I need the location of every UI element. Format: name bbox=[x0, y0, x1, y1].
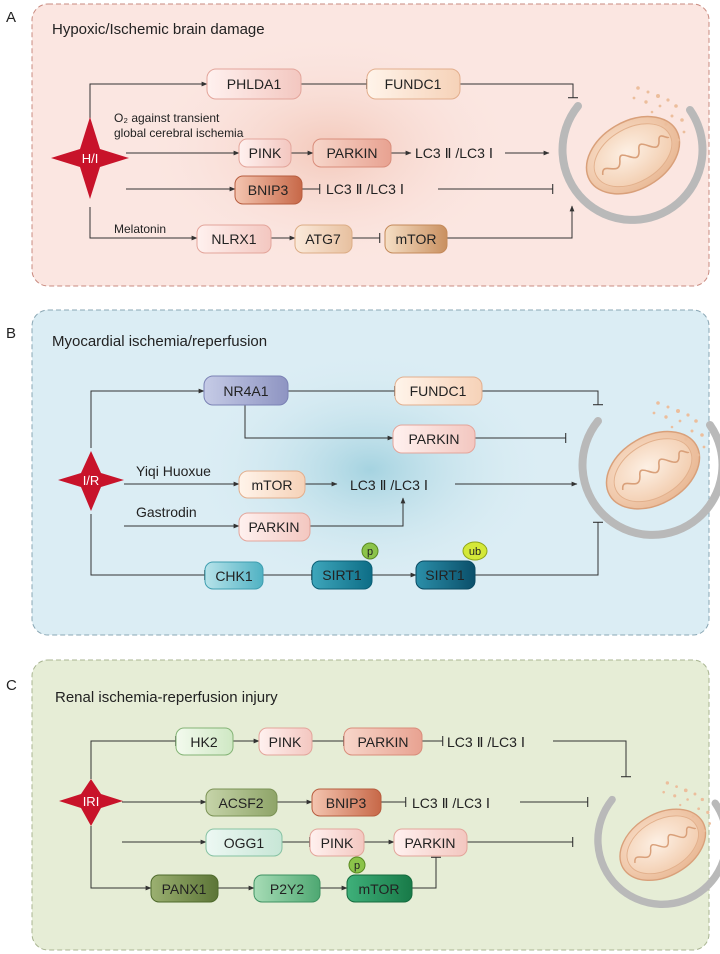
node-mtor-b-label: mTOR bbox=[252, 477, 293, 493]
o2-note-line2: global cerebral ischemia bbox=[114, 126, 244, 140]
node-mtor-a-label: mTOR bbox=[396, 231, 437, 247]
phospho-badge-b bbox=[361, 542, 379, 560]
node-fundc1-b-label: FUNDC1 bbox=[410, 383, 467, 399]
iri-trigger-label: IRI bbox=[83, 794, 100, 809]
ubiquitin-badge bbox=[462, 541, 488, 561]
lc3-ratio-a2: LC3 Ⅱ /LC3 Ⅰ bbox=[326, 181, 404, 197]
node-parkin-b1-label: PARKIN bbox=[408, 431, 459, 447]
node-nr4a1-label: NR4A1 bbox=[223, 383, 268, 399]
node-parkin-b2-label: PARKIN bbox=[248, 519, 299, 535]
node-acsf2: ACSF2 bbox=[205, 788, 278, 817]
gastrodin-note: Gastrodin bbox=[136, 504, 197, 520]
node-chk1: CHK1 bbox=[204, 561, 264, 590]
node-fundc1-b: FUNDC1 bbox=[394, 376, 483, 406]
node-bnip3-a-label: BNIP3 bbox=[248, 182, 289, 198]
node-parkin-a: PARKIN bbox=[312, 138, 392, 168]
node-nlrx1-label: NLRX1 bbox=[211, 231, 256, 247]
node-mtor-c-label: mTOR bbox=[359, 881, 400, 897]
iri-trigger-star bbox=[59, 779, 123, 826]
hi-trigger-label: H/I bbox=[82, 151, 99, 166]
panel-a-title: Hypoxic/Ischemic brain damage bbox=[52, 21, 265, 38]
o2-note-line1: O₂ against transient bbox=[114, 111, 220, 125]
node-ogg1: OGG1 bbox=[205, 828, 283, 857]
node-parkin-b2: PARKIN bbox=[238, 512, 311, 542]
node-phlda1: PHLDA1 bbox=[206, 68, 302, 100]
node-parkin-c2-label: PARKIN bbox=[404, 835, 455, 851]
node-p2y2-label: P2Y2 bbox=[270, 881, 304, 897]
node-parkin-c1-label: PARKIN bbox=[357, 734, 408, 750]
node-pink-c1: PINK bbox=[258, 727, 313, 756]
panel-c-title: Renal ischemia-reperfusion injury bbox=[55, 689, 278, 706]
panel-b-title: Myocardial ischemia/reperfusion bbox=[52, 333, 267, 350]
melatonin-note: Melatonin bbox=[114, 222, 166, 236]
node-pink-c2-label: PINK bbox=[321, 835, 354, 851]
node-parkin-c2: PARKIN bbox=[393, 828, 468, 857]
ir-trigger-star bbox=[58, 451, 124, 511]
node-mtor-a: mTOR bbox=[384, 224, 448, 254]
node-mtor-c: mTOR p bbox=[346, 856, 413, 903]
node-atg7-label: ATG7 bbox=[305, 231, 341, 247]
panel-c: C Renal ischemia-reperfusion injury IRI bbox=[6, 659, 720, 951]
node-fundc1-a-label: FUNDC1 bbox=[385, 76, 442, 92]
node-atg7: ATG7 bbox=[294, 224, 353, 254]
panel-b-letter: B bbox=[6, 325, 16, 342]
node-bnip3-c-label: BNIP3 bbox=[326, 795, 367, 811]
node-pink-c1-label: PINK bbox=[269, 734, 302, 750]
panel-a: A Hypoxic/Ischemic brain damage H/I O₂ a… bbox=[6, 3, 710, 287]
node-bnip3-c: BNIP3 bbox=[311, 788, 382, 817]
node-sirt1-p-label: SIRT1 bbox=[322, 567, 362, 583]
ubiquitin-badge-label: ub bbox=[469, 546, 481, 558]
node-panx1: PANX1 bbox=[150, 874, 219, 903]
panel-a-letter: A bbox=[6, 9, 16, 26]
node-parkin-b1: PARKIN bbox=[392, 424, 476, 454]
node-pink-a: PINK bbox=[238, 138, 292, 168]
yiqi-huoxue-note: Yiqi Huoxue bbox=[136, 463, 211, 479]
node-sirt1-ub-label: SIRT1 bbox=[425, 567, 465, 583]
node-nr4a1: NR4A1 bbox=[203, 375, 289, 406]
node-pink-c2: PINK bbox=[309, 828, 365, 857]
node-parkin-c1: PARKIN bbox=[343, 727, 423, 756]
hi-trigger-star bbox=[51, 117, 129, 199]
node-mtor-b: mTOR bbox=[238, 470, 306, 499]
node-sirt1-p: SIRT1 p bbox=[311, 542, 379, 590]
ir-trigger-label: I/R bbox=[83, 473, 100, 488]
panel-c-letter: C bbox=[6, 677, 17, 694]
lc3-ratio-c2: LC3 Ⅱ /LC3 Ⅰ bbox=[412, 795, 490, 811]
node-nlrx1: NLRX1 bbox=[196, 224, 272, 254]
phospho-badge-c bbox=[348, 856, 366, 874]
node-p2y2: P2Y2 bbox=[253, 874, 321, 903]
node-hk2: HK2 bbox=[175, 727, 234, 756]
lc3-ratio-c1: LC3 Ⅱ /LC3 Ⅰ bbox=[447, 734, 525, 750]
node-sirt1-ub: SIRT1 ub bbox=[415, 541, 488, 590]
node-panx1-label: PANX1 bbox=[162, 881, 207, 897]
node-phlda1-label: PHLDA1 bbox=[227, 76, 282, 92]
node-hk2-label: HK2 bbox=[190, 734, 217, 750]
phospho-badge-b-label: p bbox=[367, 546, 373, 558]
lc3-ratio-a1: LC3 Ⅱ /LC3 Ⅰ bbox=[415, 145, 493, 161]
phospho-badge-c-label: p bbox=[354, 860, 360, 872]
lc3-ratio-b: LC3 Ⅱ /LC3 Ⅰ bbox=[350, 477, 428, 493]
node-bnip3-a: BNIP3 bbox=[234, 175, 303, 205]
node-chk1-label: CHK1 bbox=[215, 568, 253, 584]
node-ogg1-label: OGG1 bbox=[224, 835, 265, 851]
node-fundc1-a: FUNDC1 bbox=[366, 68, 461, 100]
node-pink-a-label: PINK bbox=[249, 145, 282, 161]
panel-b: B Myocardial ischemia/reperfusion I/R Yi… bbox=[6, 309, 720, 636]
node-acsf2-label: ACSF2 bbox=[218, 795, 263, 811]
node-parkin-a-label: PARKIN bbox=[326, 145, 377, 161]
